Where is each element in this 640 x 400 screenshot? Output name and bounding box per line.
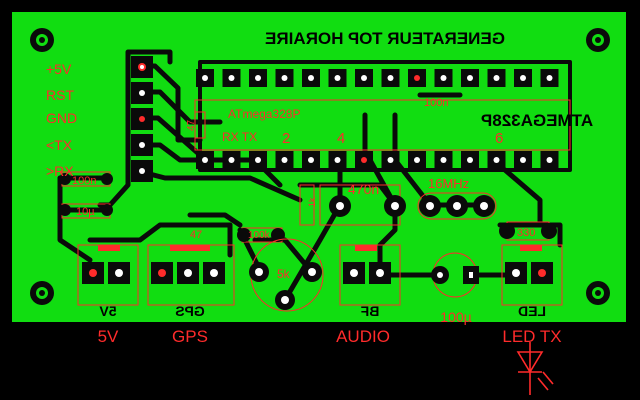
value-c-chip: 100n: [424, 97, 448, 109]
mounting-hole-bl: [30, 281, 54, 305]
chip-pad-bottom-8: [381, 151, 400, 169]
header-label-gnd: GND: [46, 110, 77, 126]
value-r-small: 1k: [307, 197, 317, 207]
chip-pad-top-11: [461, 69, 479, 87]
chip-pin-label-6: 6: [495, 130, 503, 147]
chip-pad-top-8: [381, 69, 400, 87]
value-r-audio-in: 100k: [248, 230, 271, 241]
chip-pad-bottom-2: [222, 151, 241, 169]
chip-pad-top-7: [355, 69, 373, 87]
chip-pad-bottom-5: [302, 151, 320, 169]
connector-5v: [77, 244, 139, 306]
mounting-hole-br: [586, 281, 610, 305]
chip-pad-bottom-11: [461, 151, 479, 169]
value-c-left-1: 100n: [72, 175, 96, 187]
chip-pad-top-14: [540, 69, 559, 87]
chip-pad-bottom-3: [249, 151, 267, 169]
connector-led: [501, 244, 563, 306]
chip-pad-bottom-7: [355, 151, 373, 169]
audio-components: [237, 184, 479, 312]
chip-pad-top-9: [408, 69, 426, 87]
header-pad-4: [131, 134, 153, 156]
value-pot: 5k: [277, 267, 291, 281]
crystal: [417, 192, 497, 220]
header-label-5v: +5V: [46, 61, 72, 77]
chip-pad-top-6: [328, 69, 347, 87]
chip-pad-top-12: [487, 69, 506, 87]
connector-label-5v: 5V: [99, 303, 117, 319]
value-r-audio: 470n: [348, 181, 379, 197]
chip-pad-bottom-13: [514, 151, 532, 169]
connector-gps: [147, 244, 235, 306]
chip-pad-bottom-9: [408, 151, 426, 169]
chip-pad-top-4: [275, 69, 294, 87]
connector-label-led: LED: [518, 303, 546, 319]
value-c-left-2: 10µ: [76, 206, 95, 218]
connector-label-gps: GPS: [175, 303, 205, 319]
chip-pads-bottom: [196, 151, 559, 169]
chip-silk-label: ATmega328P: [228, 107, 301, 121]
chip-pin-label-4: 4: [337, 130, 345, 147]
chip-pad-top-1: [196, 69, 214, 87]
connector-audio: [339, 244, 401, 306]
mounting-hole-tr: [586, 28, 610, 52]
header-label-rx: >RX: [46, 163, 74, 179]
value-r-gps: 47: [190, 229, 202, 241]
connectors: [77, 244, 563, 306]
chip-pad-bottom-6: [328, 151, 347, 169]
header-pads: [131, 56, 153, 182]
led-symbol-icon: [516, 342, 554, 395]
bottom-label-cap: 100µ: [440, 309, 471, 325]
chip-pad-top-2: [222, 69, 241, 87]
chip-pad-top-5: [302, 69, 320, 87]
value-crystal: 16MHz: [428, 176, 469, 191]
left-capacitors: [59, 171, 113, 219]
value-r-led: 330: [517, 227, 535, 239]
connector-label-bf: BF: [360, 303, 379, 319]
chip-pad-bottom-1: [196, 151, 214, 169]
value-r-top: 47: [186, 119, 197, 131]
chip-pad-bottom-4: [275, 151, 294, 169]
board-title: GENERATEUR TOP HORAIRE: [265, 29, 505, 48]
bottom-label-gps: GPS: [172, 327, 208, 346]
led-resistor: [499, 221, 557, 241]
mounting-hole-tl: [30, 28, 54, 52]
header-pad-1: [131, 56, 153, 78]
chip-pad-top-3: [249, 69, 267, 87]
chip-pad-bottom-12: [487, 151, 506, 169]
bottom-label-5v: 5V: [98, 327, 119, 346]
header-pad-5: [131, 160, 153, 182]
header-label-tx: <TX: [46, 137, 73, 153]
mounting-holes: [30, 28, 610, 305]
bottom-label-audio: AUDIO: [336, 327, 390, 346]
chip-pin-label-rxtx: RX TX: [222, 130, 257, 144]
chip-pads: [196, 69, 559, 169]
chip-pads-top: [196, 69, 559, 87]
chip-mirrored-label: ATMEGA328P: [481, 111, 593, 130]
header-pad-2: [131, 82, 153, 104]
chip-pad-bottom-14: [540, 151, 559, 169]
chip-pad-top-10: [434, 69, 453, 87]
header-label-rst: RST: [46, 87, 74, 103]
chip-pad-top-13: [514, 69, 532, 87]
chip-pin-label-2: 2: [282, 130, 290, 147]
header-pad-3: [131, 108, 153, 130]
chip-pad-bottom-10: [434, 151, 453, 169]
bottom-label-led-tx: LED TX: [502, 327, 561, 346]
chip-notch: [194, 111, 206, 139]
